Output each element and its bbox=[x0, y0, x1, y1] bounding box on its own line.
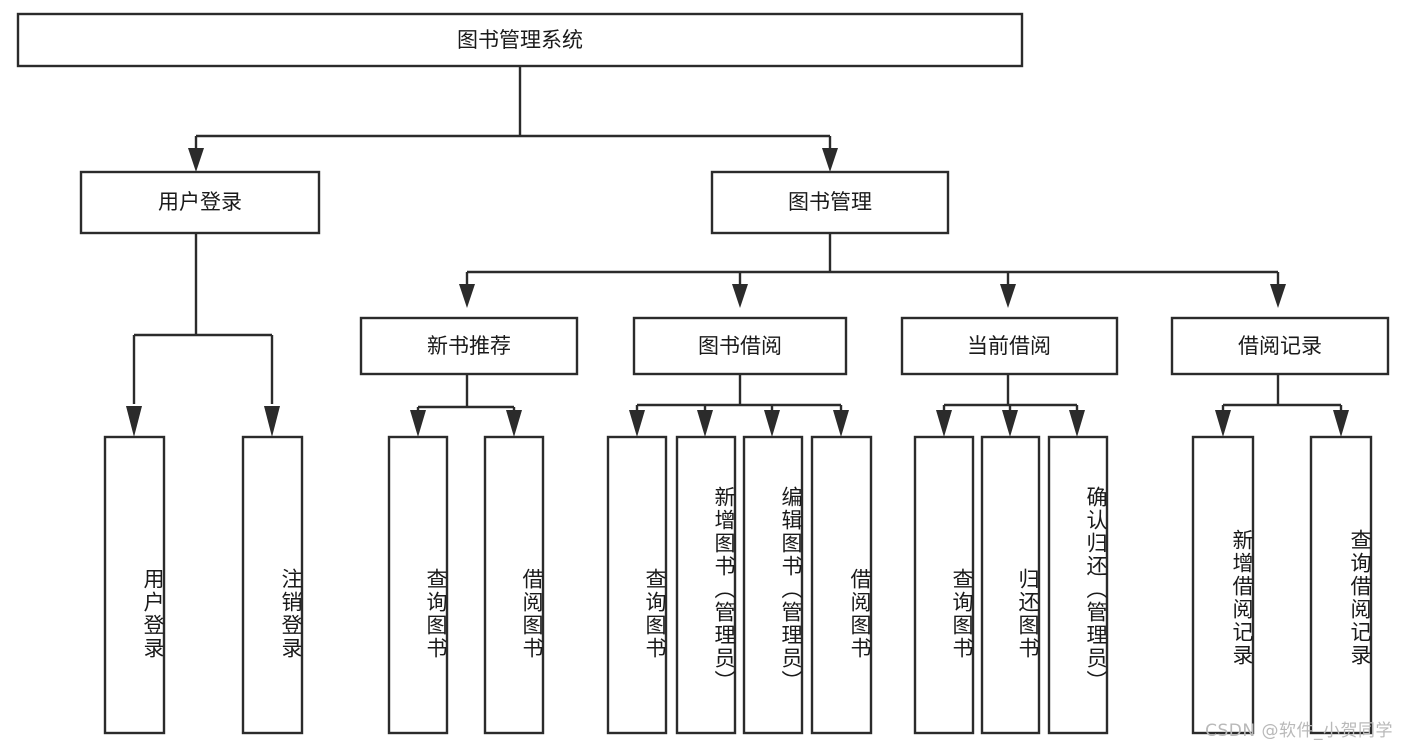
arrowhead-leaf-query-book-1 bbox=[410, 410, 426, 437]
node-book-management[interactable] bbox=[710, 170, 950, 235]
node-user-login-label: 用户登录 bbox=[158, 190, 242, 214]
node-book-borrow-label: 图书借阅 bbox=[698, 334, 782, 358]
arrowhead-leaf-confirm-return bbox=[1069, 410, 1085, 437]
arrowhead-leaf-return-book bbox=[1002, 410, 1018, 437]
node-leaf-query-book-3[interactable] bbox=[913, 435, 975, 735]
node-borrow-record[interactable] bbox=[1170, 316, 1390, 376]
node-leaf-return-book[interactable] bbox=[980, 435, 1041, 735]
arrowhead-leaf-edit-book bbox=[764, 410, 780, 437]
node-user-login[interactable] bbox=[79, 170, 321, 235]
arrowhead-leaf-user-login bbox=[126, 406, 142, 437]
arrowhead-leaf-query-book-2 bbox=[629, 410, 645, 437]
node-leaf-add-book[interactable] bbox=[675, 435, 737, 735]
nodes-group: 图书管理系统 用户登录 图书管理 新书推荐 图书借阅 当前借阅 借阅记录 bbox=[16, 12, 1390, 735]
arrowhead-leaf-borrow-book-2 bbox=[833, 410, 849, 437]
arrowhead-user-login bbox=[188, 148, 204, 172]
node-leaf-query-record[interactable] bbox=[1309, 435, 1373, 735]
node-leaf-add-record[interactable] bbox=[1191, 435, 1255, 735]
arrowhead-book-management bbox=[822, 148, 838, 172]
node-borrow-record-label: 借阅记录 bbox=[1238, 334, 1322, 358]
node-book-borrow[interactable] bbox=[632, 316, 848, 376]
arrowhead-leaf-add-book bbox=[697, 410, 713, 437]
node-current-borrow[interactable] bbox=[900, 316, 1119, 376]
node-leaf-logout-login[interactable] bbox=[241, 435, 304, 735]
arrowhead-leaf-borrow-book-1 bbox=[506, 410, 522, 437]
node-current-borrow-label: 当前借阅 bbox=[967, 334, 1051, 358]
node-new-book-recommend-label: 新书推荐 bbox=[427, 334, 511, 358]
node-root-label: 图书管理系统 bbox=[457, 28, 583, 52]
node-leaf-query-book-2[interactable] bbox=[606, 435, 668, 735]
arrowhead-borrow-record bbox=[1270, 284, 1286, 308]
arrowhead-leaf-query-record bbox=[1333, 410, 1349, 437]
node-leaf-borrow-book-1[interactable] bbox=[483, 435, 545, 735]
node-book-management-label: 图书管理 bbox=[788, 190, 872, 214]
arrowhead-leaf-query-book-3 bbox=[936, 410, 952, 437]
arrowhead-leaf-add-record bbox=[1215, 410, 1231, 437]
node-leaf-user-login[interactable] bbox=[103, 435, 166, 735]
node-leaf-confirm-return[interactable] bbox=[1047, 435, 1109, 735]
node-leaf-edit-book[interactable] bbox=[742, 435, 804, 735]
node-new-book-recommend[interactable] bbox=[359, 316, 579, 376]
node-leaf-borrow-book-2[interactable] bbox=[810, 435, 873, 735]
arrowhead-current-borrow bbox=[1000, 284, 1016, 308]
arrowheads-group bbox=[126, 148, 1349, 437]
arrowhead-new-book-recommend bbox=[459, 284, 475, 308]
node-root[interactable] bbox=[16, 12, 1024, 68]
arrowhead-leaf-logout-login bbox=[264, 406, 280, 437]
arrowhead-book-borrow bbox=[732, 284, 748, 308]
node-leaf-query-book-1[interactable] bbox=[387, 435, 449, 735]
csdn-watermark: CSDN @软件_小贺同学 bbox=[1205, 721, 1393, 741]
